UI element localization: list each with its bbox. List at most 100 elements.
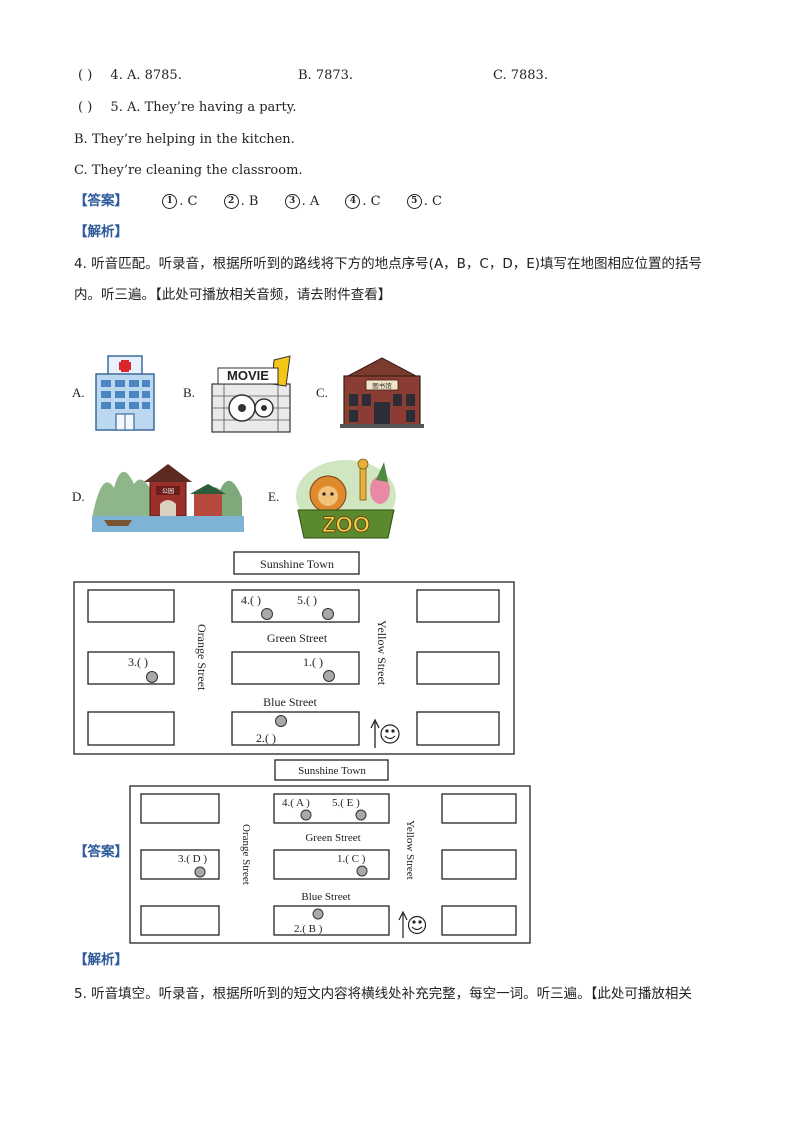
pic-label-c: C. (316, 385, 328, 400)
movie-sign-text: MOVIE (227, 368, 269, 383)
map-block (416, 651, 500, 685)
map-frame (73, 581, 515, 755)
answer-item: 5. C (406, 193, 442, 211)
answer-header-2: 【答案】 (74, 844, 128, 860)
map-slot-5: 5.( ) (297, 593, 317, 607)
map-block (87, 711, 175, 746)
q5-option-a: 5. A. They’re having a party. (110, 100, 297, 115)
zoo-sign-text: ZOO (322, 512, 370, 537)
circled-number-2: 2 (223, 194, 239, 209)
map-title-box (274, 759, 389, 781)
map-title: Sunshine Town (260, 557, 334, 571)
green-street-label: Green Street (267, 631, 328, 645)
answer-item: 4. C (345, 193, 381, 211)
map-block (441, 905, 517, 936)
map-block (140, 793, 220, 824)
circled-number-1: 1 (162, 194, 178, 209)
map-block (273, 793, 390, 824)
map-dot (323, 670, 335, 682)
map-dot (146, 671, 158, 683)
cinema-picture: MOVIE (211, 355, 291, 433)
map-dot (275, 715, 287, 727)
hospital-picture (95, 355, 155, 431)
map-dot (356, 865, 368, 877)
map-frame (129, 785, 531, 944)
map-block (87, 651, 175, 685)
analysis-header-1: 【解析】 (74, 224, 128, 240)
map-block (140, 849, 220, 880)
map-dot (355, 809, 367, 821)
map-block (273, 905, 390, 936)
blue-street-label: Blue Street (301, 891, 350, 903)
pic-label-b: B. (183, 385, 195, 400)
section4-instruction-line2: 内。听三遍。【此处可播放相关音频，请去附件查看】 (74, 287, 392, 303)
map-block (416, 711, 500, 746)
map-slot-3: 3.( D ) (178, 853, 207, 865)
map-slot-5: 5.( E ) (332, 797, 360, 809)
orange-street-label: Orange Street (195, 624, 209, 691)
map-slot-1: 1.( ) (303, 655, 323, 669)
map-block (416, 589, 500, 623)
map-block (231, 651, 360, 685)
answer-row-1: 【答案】 1. C 2. B 3. A 4. C 5. C (74, 192, 464, 211)
map-answer: Sunshine Town Green Street Blue Street O… (129, 759, 531, 944)
section5-instruction: 5. 听音填空。听录音，根据所听到的短文内容将横线处补充完整，每空一词。听三遍。… (74, 986, 692, 1002)
arrow-up-icon (370, 718, 380, 748)
pic-label-a: A. (72, 385, 85, 400)
map-block (87, 589, 175, 623)
q4-option-row: ( ) 4. A. 8785. (78, 67, 182, 85)
library-picture: 图书馆 (340, 357, 424, 428)
arrow-up-icon (398, 910, 408, 938)
map-block (231, 711, 360, 746)
map-slot-1: 1.( C ) (337, 853, 366, 865)
circled-number-3: 3 (284, 194, 300, 209)
blue-street-label: Blue Street (263, 695, 317, 709)
circled-number-4: 4 (345, 194, 361, 209)
smiley-icon (380, 724, 400, 744)
answer-item: 1. C (162, 193, 198, 211)
map-dot (312, 908, 324, 920)
park-sign-text: 公园 (162, 488, 174, 495)
park-picture: 公园 (92, 464, 244, 532)
orange-street-label: Orange Street (240, 824, 252, 885)
map-dot (261, 608, 273, 620)
map-block (441, 849, 517, 880)
answer-item: 3. A (284, 193, 319, 211)
yellow-street-label: Yellow Street (404, 820, 416, 880)
map-slot-4: 4.( A ) (282, 797, 310, 809)
map-block (273, 849, 390, 880)
q4-option-a: 4. A. 8785. (110, 68, 182, 83)
map-title: Sunshine Town (298, 765, 366, 777)
pic-label-d: D. (72, 489, 85, 504)
circled-number-5: 5 (406, 194, 422, 209)
smiley-icon (407, 915, 427, 935)
q5-option-row: ( ) 5. A. They’re having a party. (78, 99, 296, 117)
map-dot (322, 608, 334, 620)
map-block (140, 905, 220, 936)
map-slot-2: 2.( B ) (294, 923, 323, 935)
zoo-picture: ZOO (296, 458, 396, 539)
map-dot (194, 866, 206, 878)
map-slot-4: 4.( ) (241, 593, 261, 607)
q4-option-c: C. 7883. (493, 68, 548, 83)
q5-option-c: C. They’re cleaning the classroom. (74, 163, 303, 178)
map-dot (300, 809, 312, 821)
map-slot-2: 2.( ) (256, 731, 276, 745)
q4-option-b: B. 7873. (298, 68, 354, 83)
section4-instruction-line1: 4. 听音匹配。听录音，根据所听到的路线将下方的地点序号(A，B，C，D，E)填… (74, 256, 703, 272)
green-street-label: Green Street (305, 832, 360, 844)
q5-answer-paren: ( ) (78, 100, 93, 115)
answer-header: 【答案】 (74, 193, 128, 209)
map-block (441, 793, 517, 824)
library-sign-text: 图书馆 (372, 381, 392, 390)
map-slot-3: 3.( ) (128, 655, 148, 669)
pic-label-e: E. (268, 489, 280, 504)
answer-item: 2. B (223, 193, 258, 211)
q5-option-b: B. They’re helping in the kitchen. (74, 132, 295, 147)
map-question: Sunshine Town Green Street Blue Street O… (73, 551, 515, 755)
map-block (231, 589, 360, 623)
yellow-street-label: Yellow Street (375, 620, 389, 686)
analysis-header-2: 【解析】 (74, 952, 128, 968)
map-title-box (233, 551, 360, 575)
q4-answer-paren: ( ) (78, 68, 93, 83)
